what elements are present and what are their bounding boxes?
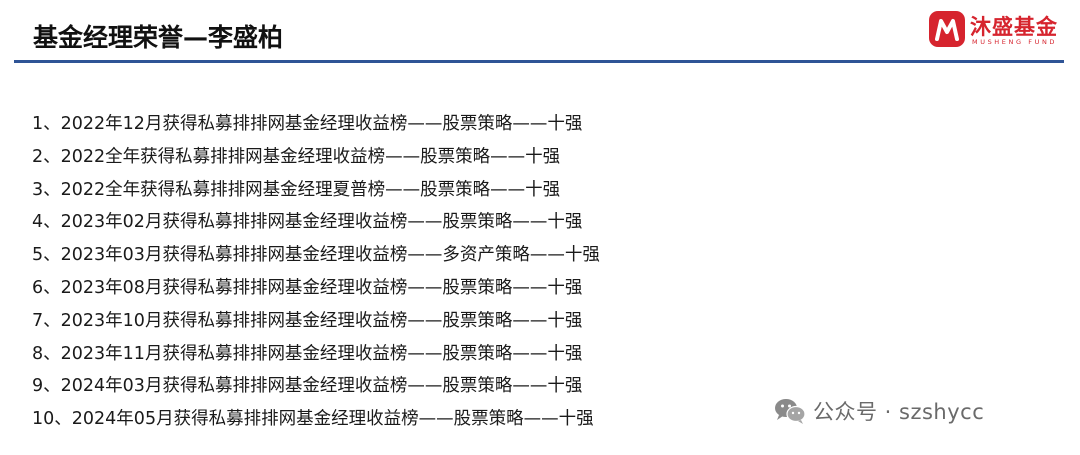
list-item: 7、2023年10月获得私募排排网基金经理收益榜——股票策略——十强 <box>32 310 583 331</box>
list-item: 4、2023年02月获得私募排排网基金经理收益榜——股票策略——十强 <box>32 212 583 233</box>
company-logo: 沐盛基金 MUSHENG FUND <box>928 8 1068 48</box>
list-item: 6、2023年08月获得私募排排网基金经理收益榜——股票策略——十强 <box>32 277 583 298</box>
list-item: 1、2022年12月获得私募排排网基金经理收益榜——股票策略——十强 <box>32 114 583 134</box>
logo-name: 沐盛基金 <box>970 15 1058 39</box>
page-title: 基金经理荣誉—李盛柏 <box>33 23 284 52</box>
watermark-text: 公众号 · szshycc <box>813 400 985 424</box>
watermark: 公众号 · szshycc <box>773 393 984 429</box>
list-item: 3、2022全年获得私募排排网基金经理夏普榜——股票策略——十强 <box>32 179 561 200</box>
logo-subtitle: MUSHENG FUND <box>972 38 1058 46</box>
list-item: 2、2022全年获得私募排排网基金经理收益榜——股票策略——十强 <box>32 146 561 167</box>
musheng-logo-icon <box>929 11 965 47</box>
header-divider <box>14 60 1064 63</box>
honors-list: 1、2022年12月获得私募排排网基金经理收益榜——股票策略——十强 2、202… <box>32 108 600 436</box>
list-item: 10、2024年05月获得私募排排网基金经理收益榜——股票策略——十强 <box>32 409 594 430</box>
list-item: 5、2023年03月获得私募排排网基金经理收益榜——多资产策略——十强 <box>32 245 600 266</box>
list-item: 8、2023年11月获得私募排排网基金经理收益榜——股票策略——十强 <box>32 343 583 364</box>
wechat-icon <box>775 399 806 424</box>
list-item: 9、2024年03月获得私募排排网基金经理收益榜——股票策略——十强 <box>32 376 583 397</box>
